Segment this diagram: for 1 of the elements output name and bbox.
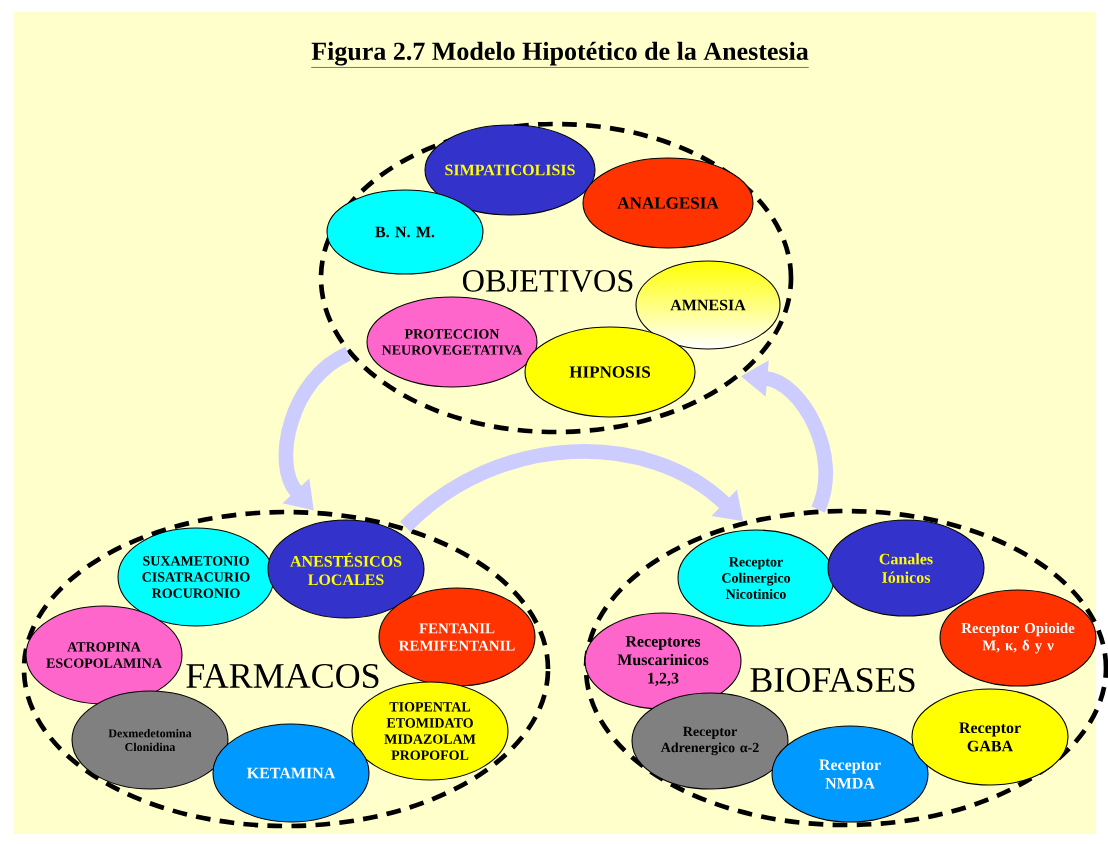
- title: Figura 2.7 Modelo Hipotético de la Anestesia: [310, 41, 810, 68]
